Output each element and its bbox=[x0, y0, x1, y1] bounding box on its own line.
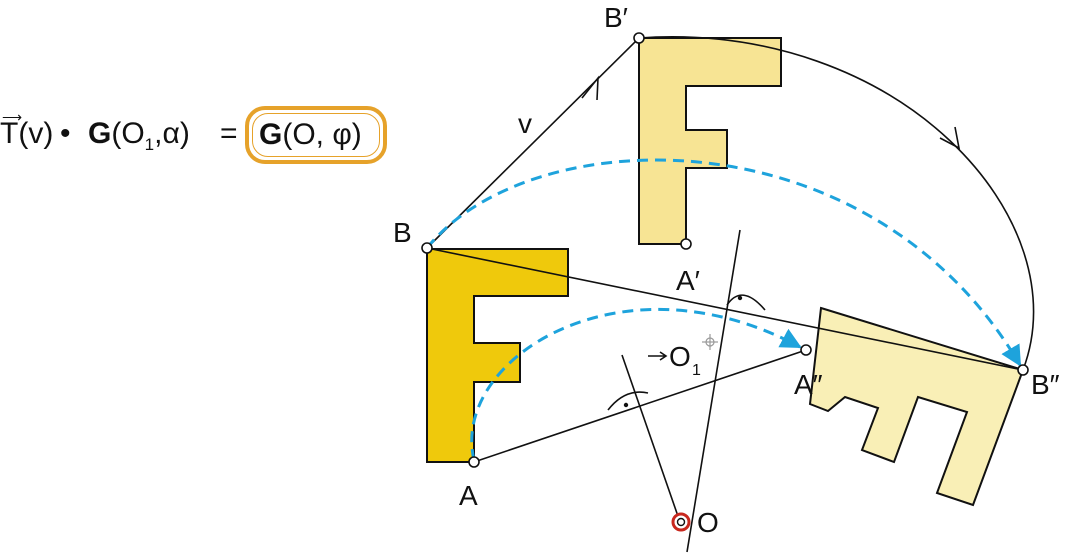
perpendicular-bisector-bb bbox=[686, 229, 741, 553]
translation-vector-line bbox=[426, 37, 640, 249]
composition-dot: • bbox=[60, 117, 71, 150]
translation-vector-arrowhead bbox=[581, 75, 599, 101]
label-b: B bbox=[393, 217, 412, 248]
label-o1-subscript: 1 bbox=[692, 362, 701, 379]
formula-result: G(O, φ) bbox=[259, 118, 362, 152]
point-b bbox=[421, 242, 433, 254]
label-b-double: B″ bbox=[1031, 369, 1060, 400]
o1-pointer-arrow-icon bbox=[648, 351, 668, 361]
dashed-arc-b bbox=[425, 158, 1022, 367]
right-angle-dot-upper bbox=[737, 295, 743, 301]
label-o1: O bbox=[669, 341, 691, 372]
right-angle-mark-lower bbox=[607, 391, 649, 411]
rotation-argument-close: ,α) bbox=[154, 117, 190, 150]
center-o-marker-icon bbox=[671, 512, 691, 532]
point-b-double bbox=[1017, 364, 1029, 376]
f-shape-rotated bbox=[808, 306, 1025, 507]
result-letter: G bbox=[259, 118, 283, 151]
rotation-arc-arrowhead bbox=[939, 126, 961, 150]
perpendicular-bisector-aa bbox=[621, 354, 681, 523]
rotation-letter: G bbox=[88, 117, 112, 150]
rotation-argument-open: (O bbox=[111, 117, 145, 150]
result-highlight-frame: G(O, φ) bbox=[245, 106, 387, 164]
rotation-arc bbox=[638, 36, 1035, 371]
formula-translation: T(v) bbox=[0, 117, 53, 151]
rotation-argument-subscript: 1 bbox=[144, 135, 155, 154]
segment-b-b-double bbox=[426, 247, 1024, 371]
dashed-arc-a bbox=[470, 307, 802, 461]
vector-arrow-icon: ⟶ bbox=[2, 109, 23, 125]
result-argument: (O, φ) bbox=[282, 118, 362, 151]
result-highlight-inner-frame bbox=[252, 113, 380, 157]
translation-letter: T bbox=[0, 117, 19, 150]
formula-rotation: G(O1,α) bbox=[88, 117, 190, 154]
point-a-prime bbox=[680, 238, 692, 250]
label-a-prime: A′ bbox=[676, 265, 700, 296]
point-a-double bbox=[800, 344, 812, 356]
f-shape-original bbox=[426, 248, 569, 463]
translation-argument: (v) bbox=[18, 117, 54, 150]
center-o1-crosshair-icon bbox=[702, 334, 718, 350]
right-angle-dot-lower bbox=[623, 402, 629, 408]
label-o: O bbox=[697, 507, 719, 538]
f-shape-translated bbox=[638, 37, 782, 245]
label-b-prime: B′ bbox=[604, 2, 628, 33]
point-b-prime bbox=[633, 32, 645, 44]
point-a bbox=[468, 456, 480, 468]
formula: ⟶ T(v) • G(O1,α) = G(O, φ) bbox=[0, 100, 400, 170]
equals-sign: = bbox=[220, 117, 238, 150]
label-a-double: A″ bbox=[794, 369, 823, 400]
label-a: A bbox=[459, 480, 478, 511]
right-angle-mark-upper bbox=[726, 294, 766, 311]
label-v: v bbox=[518, 108, 532, 139]
